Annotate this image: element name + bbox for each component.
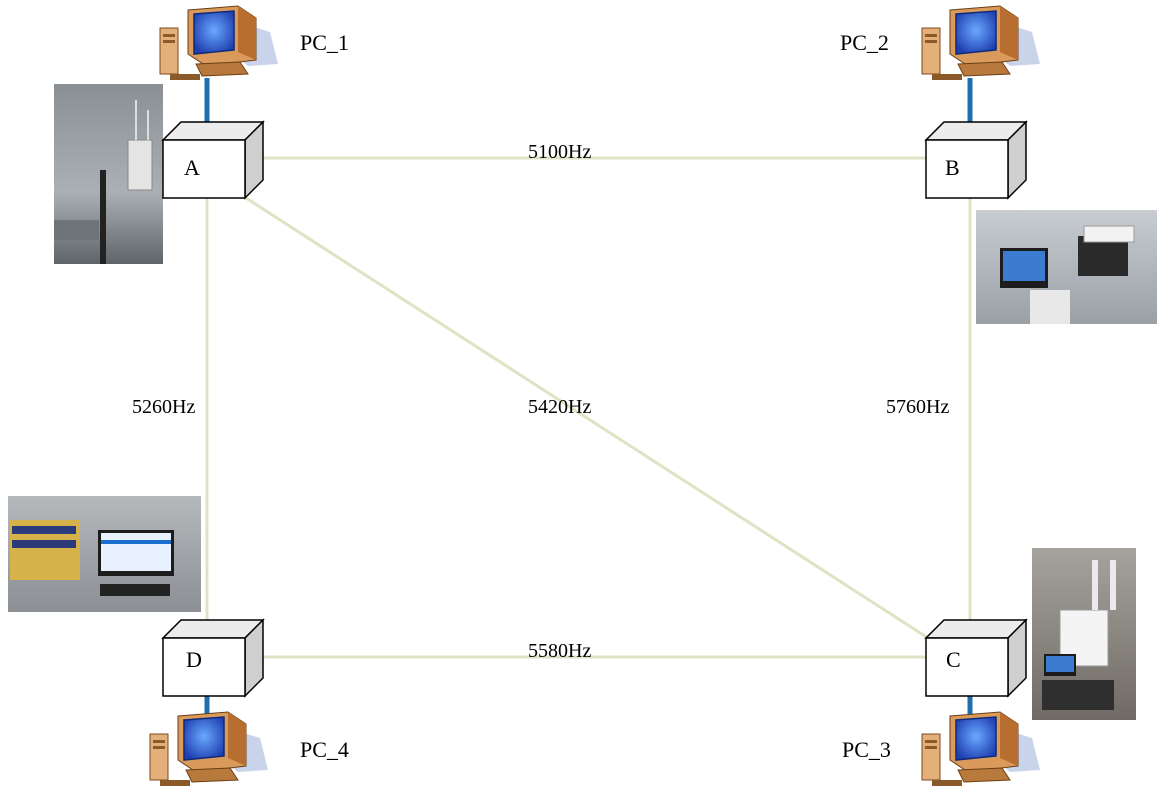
node-label-c: C bbox=[946, 647, 961, 672]
pc-label-4: PC_4 bbox=[300, 737, 349, 762]
pc-icon-4 bbox=[149, 711, 269, 787]
equipment-photo-d bbox=[8, 496, 201, 612]
equipment-photo-c bbox=[1032, 548, 1136, 720]
pc-icon-2 bbox=[921, 5, 1041, 81]
link-a-c bbox=[245, 196, 929, 640]
pc-label-3: PC_3 bbox=[842, 737, 891, 762]
node-box-a bbox=[161, 120, 265, 200]
node-box-b bbox=[924, 120, 1028, 200]
link-label-a-d: 5260Hz bbox=[132, 396, 195, 418]
node-label-b: B bbox=[945, 155, 960, 180]
pc-icon-1 bbox=[159, 5, 279, 81]
link-label-d-c: 5580Hz bbox=[528, 640, 591, 662]
pc-label-1: PC_1 bbox=[300, 30, 349, 55]
equipment-photo-a bbox=[54, 84, 163, 264]
links bbox=[205, 156, 972, 659]
node-box-c bbox=[924, 618, 1028, 698]
pc-icon-3 bbox=[921, 711, 1041, 787]
link-label-a-c: 5420Hz bbox=[528, 396, 591, 418]
equipment-photo-b bbox=[976, 210, 1157, 324]
node-label-d: D bbox=[186, 647, 202, 672]
link-label-a-b: 5100Hz bbox=[528, 141, 591, 163]
node-box-d bbox=[161, 618, 265, 698]
pc-label-2: PC_2 bbox=[840, 30, 889, 55]
link-label-b-c: 5760Hz bbox=[886, 396, 949, 418]
node-label-a: A bbox=[184, 155, 200, 180]
